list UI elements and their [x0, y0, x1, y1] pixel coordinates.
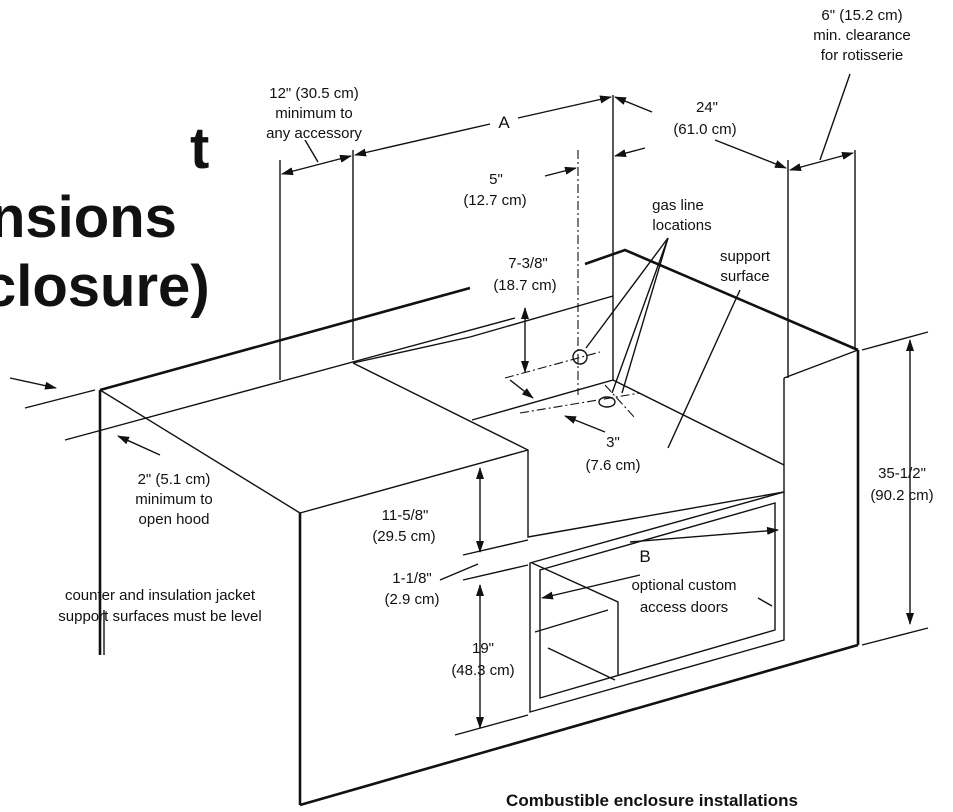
dim-b-arrow-left — [629, 526, 779, 543]
label-11-5-8-1: 11-5/8" — [382, 507, 429, 524]
dim-5-arrow-left — [544, 166, 577, 177]
gas-line-markers — [504, 150, 641, 419]
label-7-3-8-1: 7-3/8" — [508, 255, 548, 272]
label-access-doors-1: optional custom — [631, 577, 736, 594]
label-level-note-2: support surfaces must be level — [58, 608, 261, 625]
label-19-1: 19" — [472, 640, 494, 657]
gas-line-circle-upper — [572, 349, 588, 365]
label-accessory-3: any accessory — [266, 125, 362, 142]
label-5-2: (12.7 cm) — [463, 192, 526, 209]
diagram-caption: Combustible enclosure installations — [506, 791, 798, 810]
dim-24-arrow-right — [714, 139, 787, 169]
access-door-opening — [529, 491, 785, 713]
enclosure-outline — [98, 248, 860, 807]
label-support-1: support — [720, 248, 771, 265]
dimension-labels: 6" (15.2 cm) min. clearance for rotisser… — [58, 7, 933, 679]
label-dim-b: B — [639, 547, 650, 566]
label-5-1: 5" — [489, 171, 503, 188]
label-7-3-8-2: (18.7 cm) — [493, 277, 556, 294]
dim-2-arrow-right — [9, 377, 57, 390]
label-3-2: (7.6 cm) — [585, 457, 640, 474]
label-hood-1: 2" (5.1 cm) — [138, 471, 211, 488]
dim-5-arrow-right — [614, 147, 646, 158]
label-hood-3: open hood — [139, 511, 210, 528]
title-line-2: nsions — [0, 185, 177, 250]
dim-2-arrow-left — [117, 435, 161, 456]
label-level-note-1: counter and insulation jacket — [65, 587, 256, 604]
label-accessory-1: 12" (30.5 cm) — [269, 85, 359, 102]
label-24-2: (61.0 cm) — [673, 121, 736, 138]
dimension-lines — [9, 73, 929, 736]
label-rotisserie-2: min. clearance — [813, 27, 911, 44]
label-hood-2: minimum to — [135, 491, 213, 508]
gas-line-circle-lower — [598, 396, 616, 408]
label-access-doors-2: access doors — [640, 599, 728, 616]
title-line-1: t — [190, 116, 209, 181]
label-gas-line-2: locations — [652, 217, 711, 234]
dim-24-arrow-left — [614, 96, 653, 113]
label-rotisserie-1: 6" (15.2 cm) — [821, 7, 902, 24]
dim-3-arrow — [564, 415, 606, 433]
dim-a-arrow-left — [354, 123, 491, 157]
label-35-2: (90.2 cm) — [870, 487, 933, 504]
label-rotisserie-3: for rotisserie — [821, 47, 904, 64]
label-dim-a: A — [498, 113, 510, 132]
label-support-2: surface — [720, 268, 769, 285]
dim-b-arrow-right — [541, 574, 641, 600]
label-1-1-8-1: 1-1/8" — [392, 570, 432, 587]
label-35-1: 35-1/2" — [878, 465, 926, 482]
dim-12-arrow — [281, 154, 352, 176]
title-line-3: closure) — [0, 254, 210, 319]
label-11-5-8-2: (29.5 cm) — [372, 528, 435, 545]
label-1-1-8-2: (2.9 cm) — [384, 591, 439, 608]
dim-6-arrow — [789, 152, 854, 171]
label-24-1: 24" — [696, 99, 718, 116]
label-19-2: (48.3 cm) — [451, 662, 514, 679]
label-accessory-2: minimum to — [275, 105, 353, 122]
dim-a-arrow-right — [517, 95, 612, 119]
label-gas-line-1: gas line — [652, 197, 704, 214]
label-3-1: 3" — [606, 434, 620, 451]
